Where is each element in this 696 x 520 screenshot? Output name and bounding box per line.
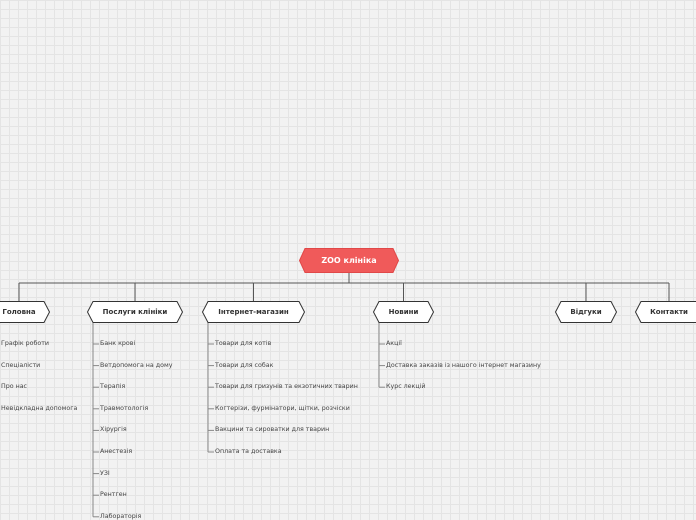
root-node-label: ZOO клініка	[321, 256, 377, 265]
branch-node-shape	[554, 301, 618, 323]
leaf-item[interactable]: Когтерізи, фурмінатори, щітки, розчіски	[215, 404, 350, 412]
branch-node[interactable]: Новини	[372, 301, 435, 323]
leaf-item[interactable]: Курс лекцій	[386, 383, 426, 391]
leaf-item[interactable]: Товари для собак	[215, 361, 274, 369]
leaf-item[interactable]: Анестезія	[100, 448, 133, 455]
branch-node-label: Інтернет-магазин	[218, 308, 289, 316]
leaf-item[interactable]: УЗІ	[100, 469, 110, 477]
branch-node[interactable]: Відгуки	[554, 301, 618, 323]
branch-node-label: Відгуки	[570, 308, 602, 316]
leaf-item[interactable]: Вакцини та сироватки для тварин	[215, 426, 330, 434]
leaf-item[interactable]: Невідкладна допомога	[1, 404, 78, 412]
leaf-item[interactable]: Ветдопомога на дому	[100, 361, 173, 369]
branch-node-shape	[0, 301, 51, 323]
branch-node-shape	[201, 301, 306, 323]
leaf-item[interactable]: Терапія	[100, 383, 126, 391]
leaf-item[interactable]: Товари для гризунів та екзотичних тварин	[215, 383, 358, 391]
leaf-item[interactable]: Доставка заказів із нашого інтернет мага…	[386, 361, 541, 369]
branch-node-label: Головна	[2, 308, 36, 316]
leaf-item[interactable]: Спеціалісти	[1, 361, 41, 369]
branch-node[interactable]: Контакти	[634, 301, 696, 323]
branch-node-label: Новини	[388, 308, 419, 316]
branch-node[interactable]: Головна	[0, 301, 51, 323]
leaf-item[interactable]: Графік роботи	[1, 340, 49, 347]
leaf-item[interactable]: Акції	[386, 340, 402, 347]
root-node-shape	[298, 248, 400, 273]
leaf-item[interactable]: Рентген	[100, 491, 127, 499]
branch-node-shape	[86, 301, 184, 323]
root-node[interactable]: ZOO клініка	[298, 248, 400, 273]
branch-node[interactable]: Інтернет-магазин	[201, 301, 306, 323]
leaf-item[interactable]: Оплата та доставка	[215, 448, 282, 455]
branch-node-shape	[634, 301, 696, 323]
leaf-item[interactable]: Лабораторія	[100, 512, 142, 520]
leaf-item[interactable]: Хірургія	[100, 426, 127, 434]
branch-node[interactable]: Послуги клініки	[86, 301, 184, 323]
leaf-item[interactable]: Травмотологія	[100, 404, 149, 412]
leaf-item[interactable]: Банк крові	[100, 340, 136, 347]
leaf-item[interactable]: Про нас	[1, 383, 28, 391]
leaf-item[interactable]: Товари для котів	[215, 340, 272, 347]
branch-node-shape	[372, 301, 435, 323]
branch-node-label: Послуги клініки	[102, 308, 168, 316]
branch-node-label: Контакти	[650, 308, 688, 316]
